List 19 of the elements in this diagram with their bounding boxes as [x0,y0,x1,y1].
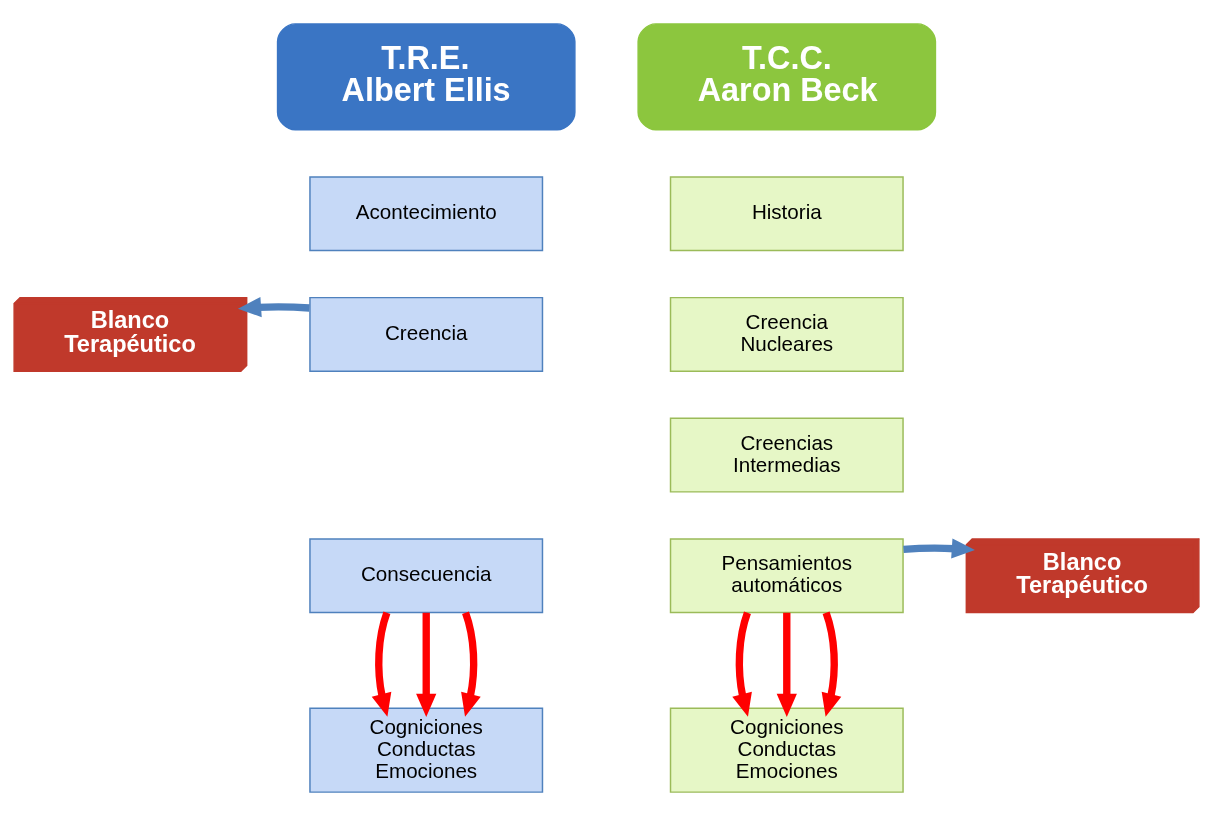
arrow [776,612,797,717]
node-box: Historia [669,176,904,252]
node-box: Cogniciones Conductas Emociones [669,707,904,793]
node-box: Cogniciones Conductas Emociones [309,707,544,793]
node-box: Creencias Intermedias [669,417,904,493]
node-box: Consecuencia [309,538,544,614]
arrow [371,611,392,717]
node-box: Acontecimiento [309,176,544,252]
node-box: Creencia Nucleares [669,296,904,372]
arrow [903,538,975,559]
node-box: T.C.C. Aaron Beck [637,23,937,131]
arrow [732,611,752,717]
node-box: T.R.E. Albert Ellis [276,23,576,131]
node-box: Creencia [309,296,544,372]
arrow [821,611,842,717]
arrow [461,611,481,717]
arrow [237,297,310,318]
node-box: Pensamientos automáticos [669,538,904,614]
arrow [416,612,437,717]
